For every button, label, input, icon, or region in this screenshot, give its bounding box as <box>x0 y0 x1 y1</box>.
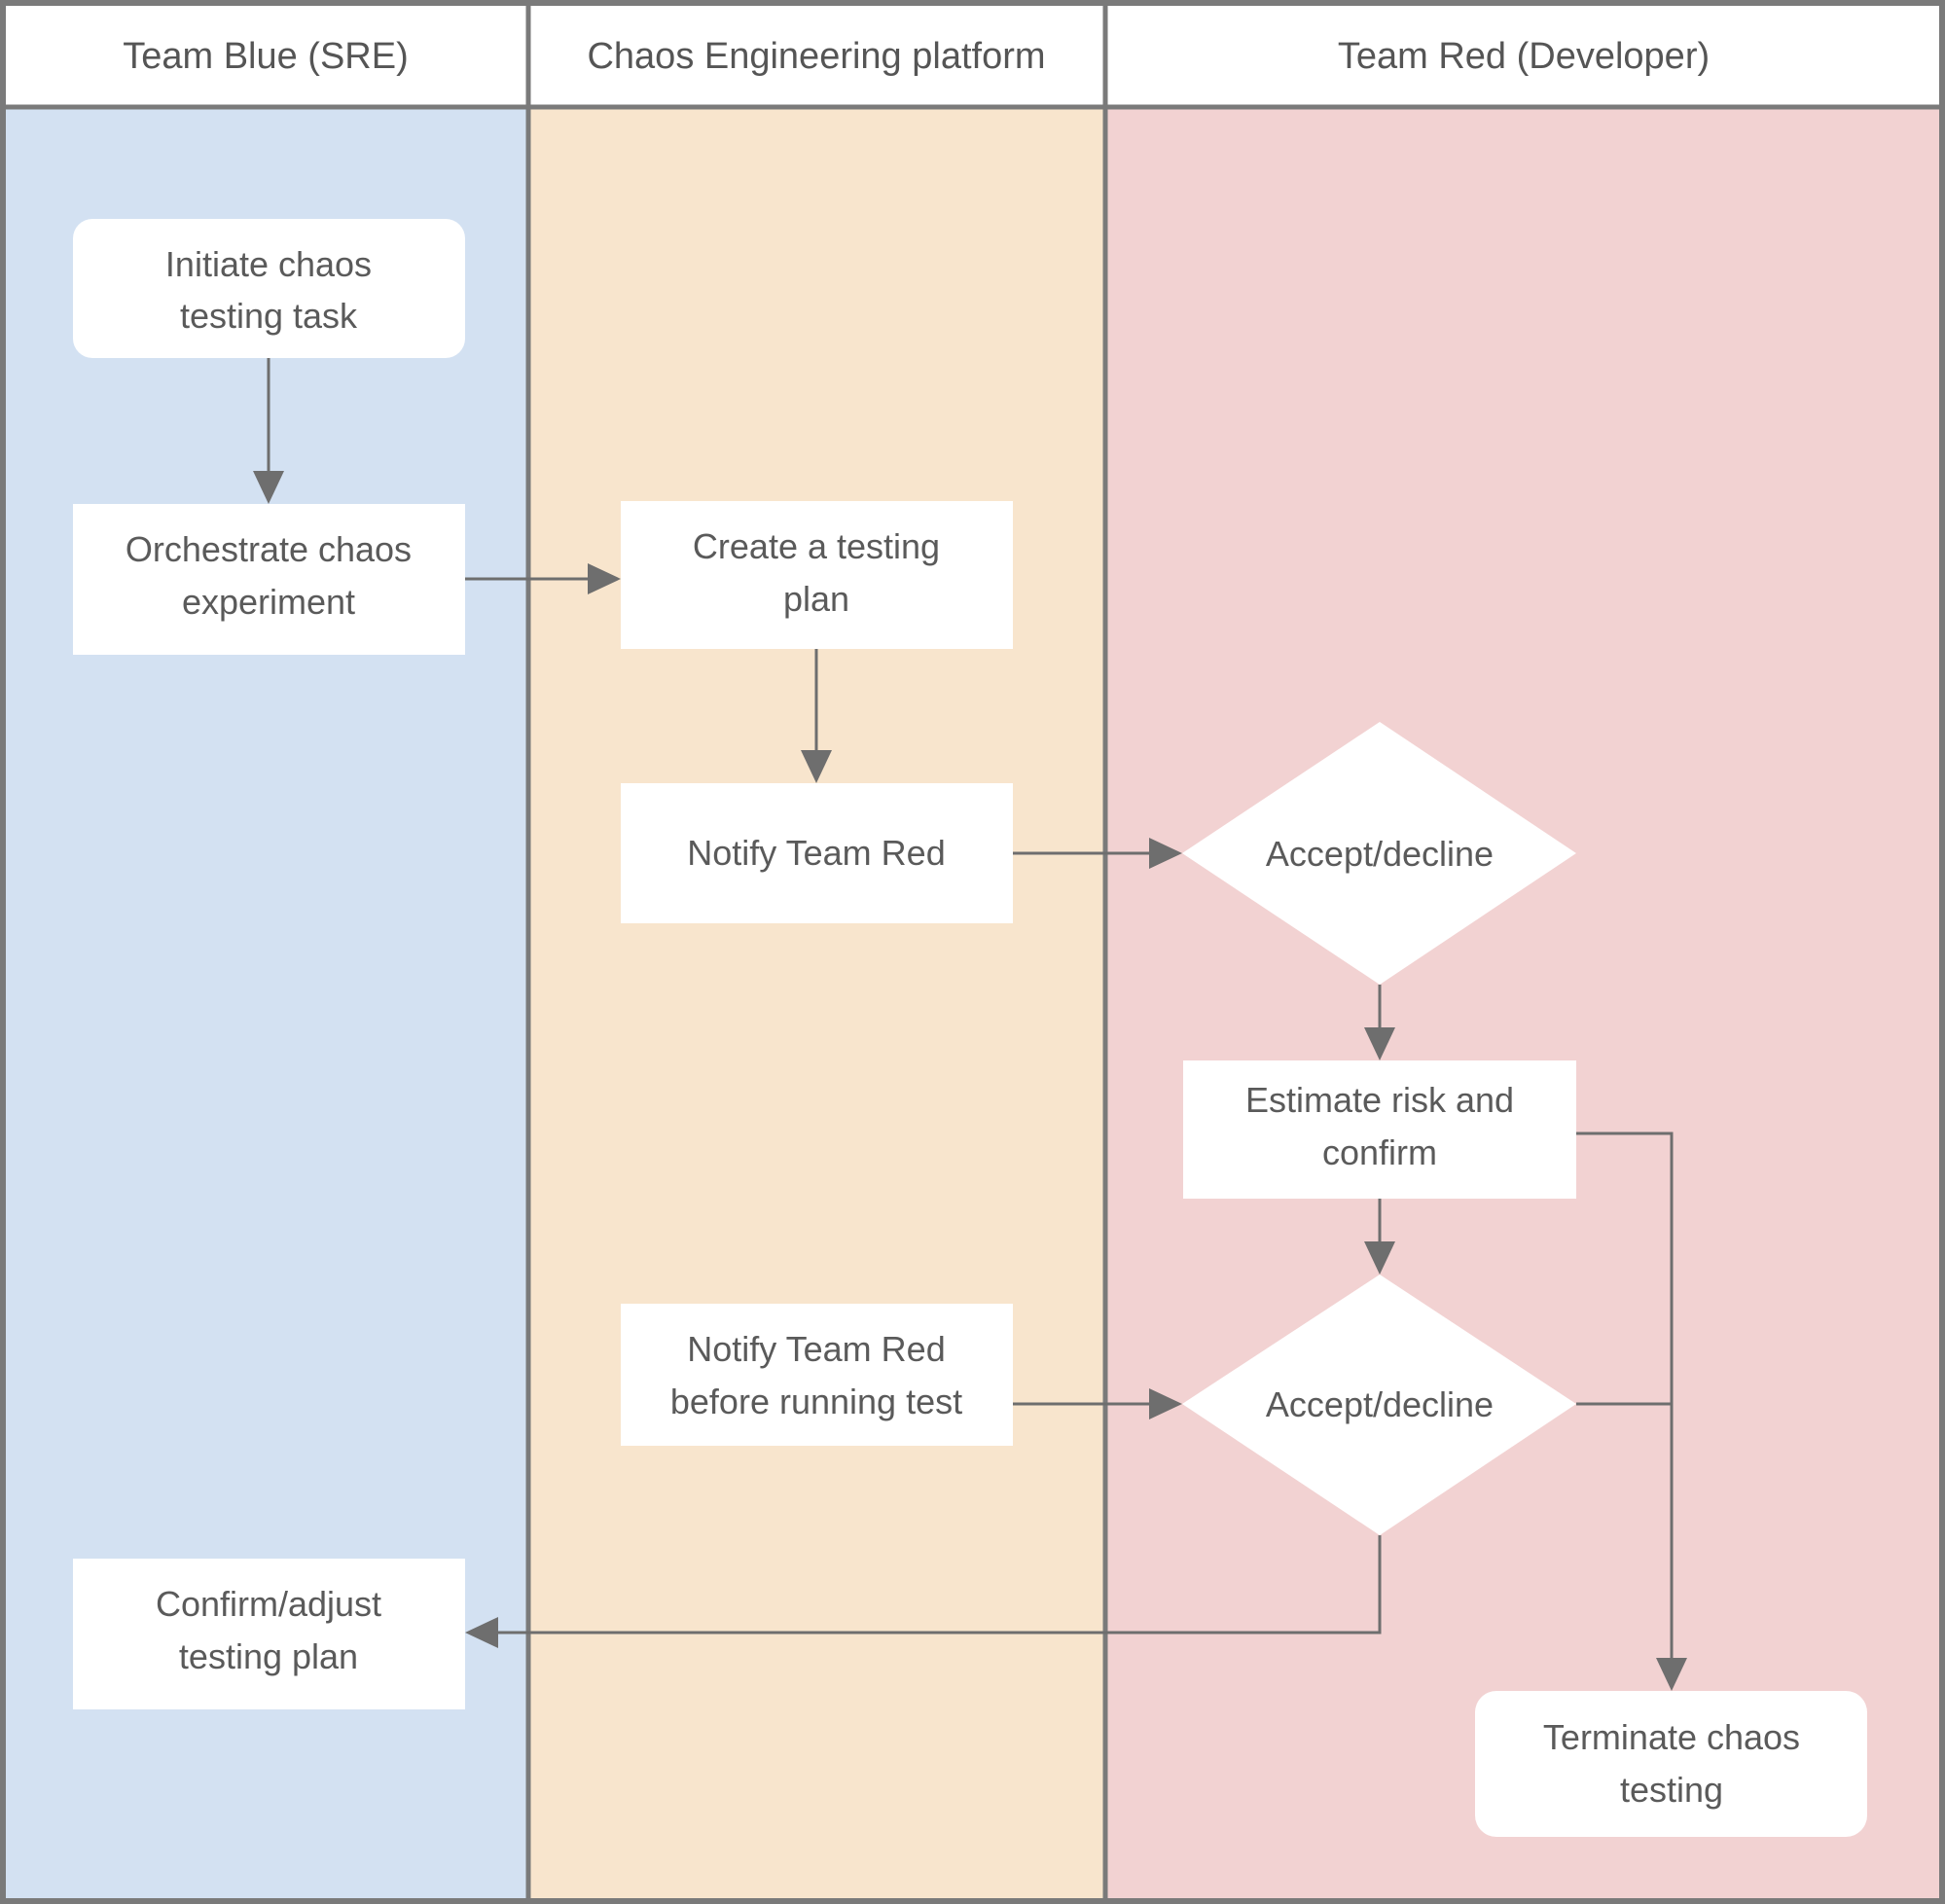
node-confirm-adjust-testing-plan[interactable]: Confirm/adjust testing plan <box>73 1559 465 1709</box>
node-label-accept-decline-second: Accept/decline <box>1266 1384 1494 1424</box>
node-label-orchestrate-line1: Orchestrate chaos <box>126 529 412 569</box>
edge-accept-second-to-confirm-adjust <box>465 1535 1382 1648</box>
lane-header-orange-bg <box>528 3 1105 107</box>
node-shape-accept-decline-second[interactable] <box>1182 1275 1576 1535</box>
node-label-notify-before-line2: before running test <box>670 1382 962 1421</box>
lane-body-pink <box>1105 107 1942 1901</box>
lane-header-pink-bg <box>1105 3 1942 107</box>
lane-headers: Team Blue (SRE) Chaos Engineering platfo… <box>3 3 1942 107</box>
node-shape-accept-decline-first[interactable] <box>1182 722 1576 985</box>
edge-initiate-to-orchestrate <box>253 358 284 504</box>
node-label-terminate-line1: Terminate chaos <box>1543 1717 1800 1757</box>
edges-layer <box>253 358 1687 1691</box>
node-label-create-plan-line2: plan <box>783 579 849 619</box>
lane-dividers <box>3 3 1942 1901</box>
lane-header-label-pink: Team Red (Developer) <box>1338 36 1710 77</box>
node-label-estimate-line1: Estimate risk and <box>1245 1080 1514 1120</box>
lane-backgrounds <box>3 107 1942 1901</box>
node-shape-confirm-adjust[interactable] <box>73 1559 465 1709</box>
edge-notify-to-accept-first <box>1012 838 1182 869</box>
node-notify-team-red-before-running-test[interactable]: Notify Team Red before running test <box>621 1304 1013 1446</box>
node-terminate-chaos-testing[interactable]: Terminate chaos testing <box>1475 1691 1867 1837</box>
node-accept-decline-first[interactable]: Accept/decline <box>1182 722 1576 985</box>
lane-header-blue-bg <box>3 3 528 107</box>
edge-estimate-to-accept-second <box>1364 1199 1395 1275</box>
node-shape-create-plan[interactable] <box>621 501 1013 649</box>
edge-notify-before-test-to-accept-second <box>1012 1388 1182 1419</box>
node-shape-estimate-risk[interactable] <box>1183 1060 1576 1199</box>
node-shape-notify-before-test[interactable] <box>621 1304 1013 1446</box>
node-shape-notify-team-red[interactable] <box>621 783 1013 923</box>
node-label-notify-team-red: Notify Team Red <box>687 833 945 873</box>
node-shape-orchestrate[interactable] <box>73 504 465 655</box>
edge-create-plan-to-notify <box>801 649 832 783</box>
node-accept-decline-second[interactable]: Accept/decline <box>1182 1275 1576 1535</box>
node-create-a-testing-plan[interactable]: Create a testing plan <box>621 501 1013 649</box>
node-label-terminate-line2: testing <box>1620 1770 1723 1810</box>
node-shape-terminate[interactable] <box>1475 1691 1867 1837</box>
node-label-create-plan-line1: Create a testing <box>693 526 940 566</box>
node-label-confirm-line1: Confirm/adjust <box>156 1584 381 1624</box>
lane-header-label-blue: Team Blue (SRE) <box>123 36 409 77</box>
node-label-initiate-line1: Initiate chaos <box>165 244 372 284</box>
node-label-initiate-line2: testing task <box>180 296 358 336</box>
edge-estimate-to-terminate <box>1576 1132 1687 1691</box>
node-shape-initiate[interactable] <box>73 219 465 358</box>
lane-body-orange <box>528 107 1105 1901</box>
edge-accept-first-to-estimate <box>1364 985 1395 1060</box>
nodes-layer: Initiate chaos testing task Orchestrate … <box>73 219 1867 1837</box>
node-label-notify-before-line1: Notify Team Red <box>687 1329 945 1369</box>
node-estimate-risk-and-confirm[interactable]: Estimate risk and confirm <box>1183 1060 1576 1199</box>
node-label-estimate-line2: confirm <box>1322 1132 1437 1172</box>
node-label-confirm-line2: testing plan <box>179 1636 358 1676</box>
node-label-orchestrate-line2: experiment <box>182 582 355 622</box>
node-initiate-chaos-testing-task[interactable]: Initiate chaos testing task <box>73 219 465 358</box>
edge-orchestrate-to-create-plan <box>465 563 621 594</box>
node-notify-team-red[interactable]: Notify Team Red <box>621 783 1013 923</box>
node-label-accept-decline-first: Accept/decline <box>1266 834 1494 874</box>
lane-header-label-orange: Chaos Engineering platform <box>587 36 1045 77</box>
node-orchestrate-chaos-experiment[interactable]: Orchestrate chaos experiment <box>73 504 465 655</box>
